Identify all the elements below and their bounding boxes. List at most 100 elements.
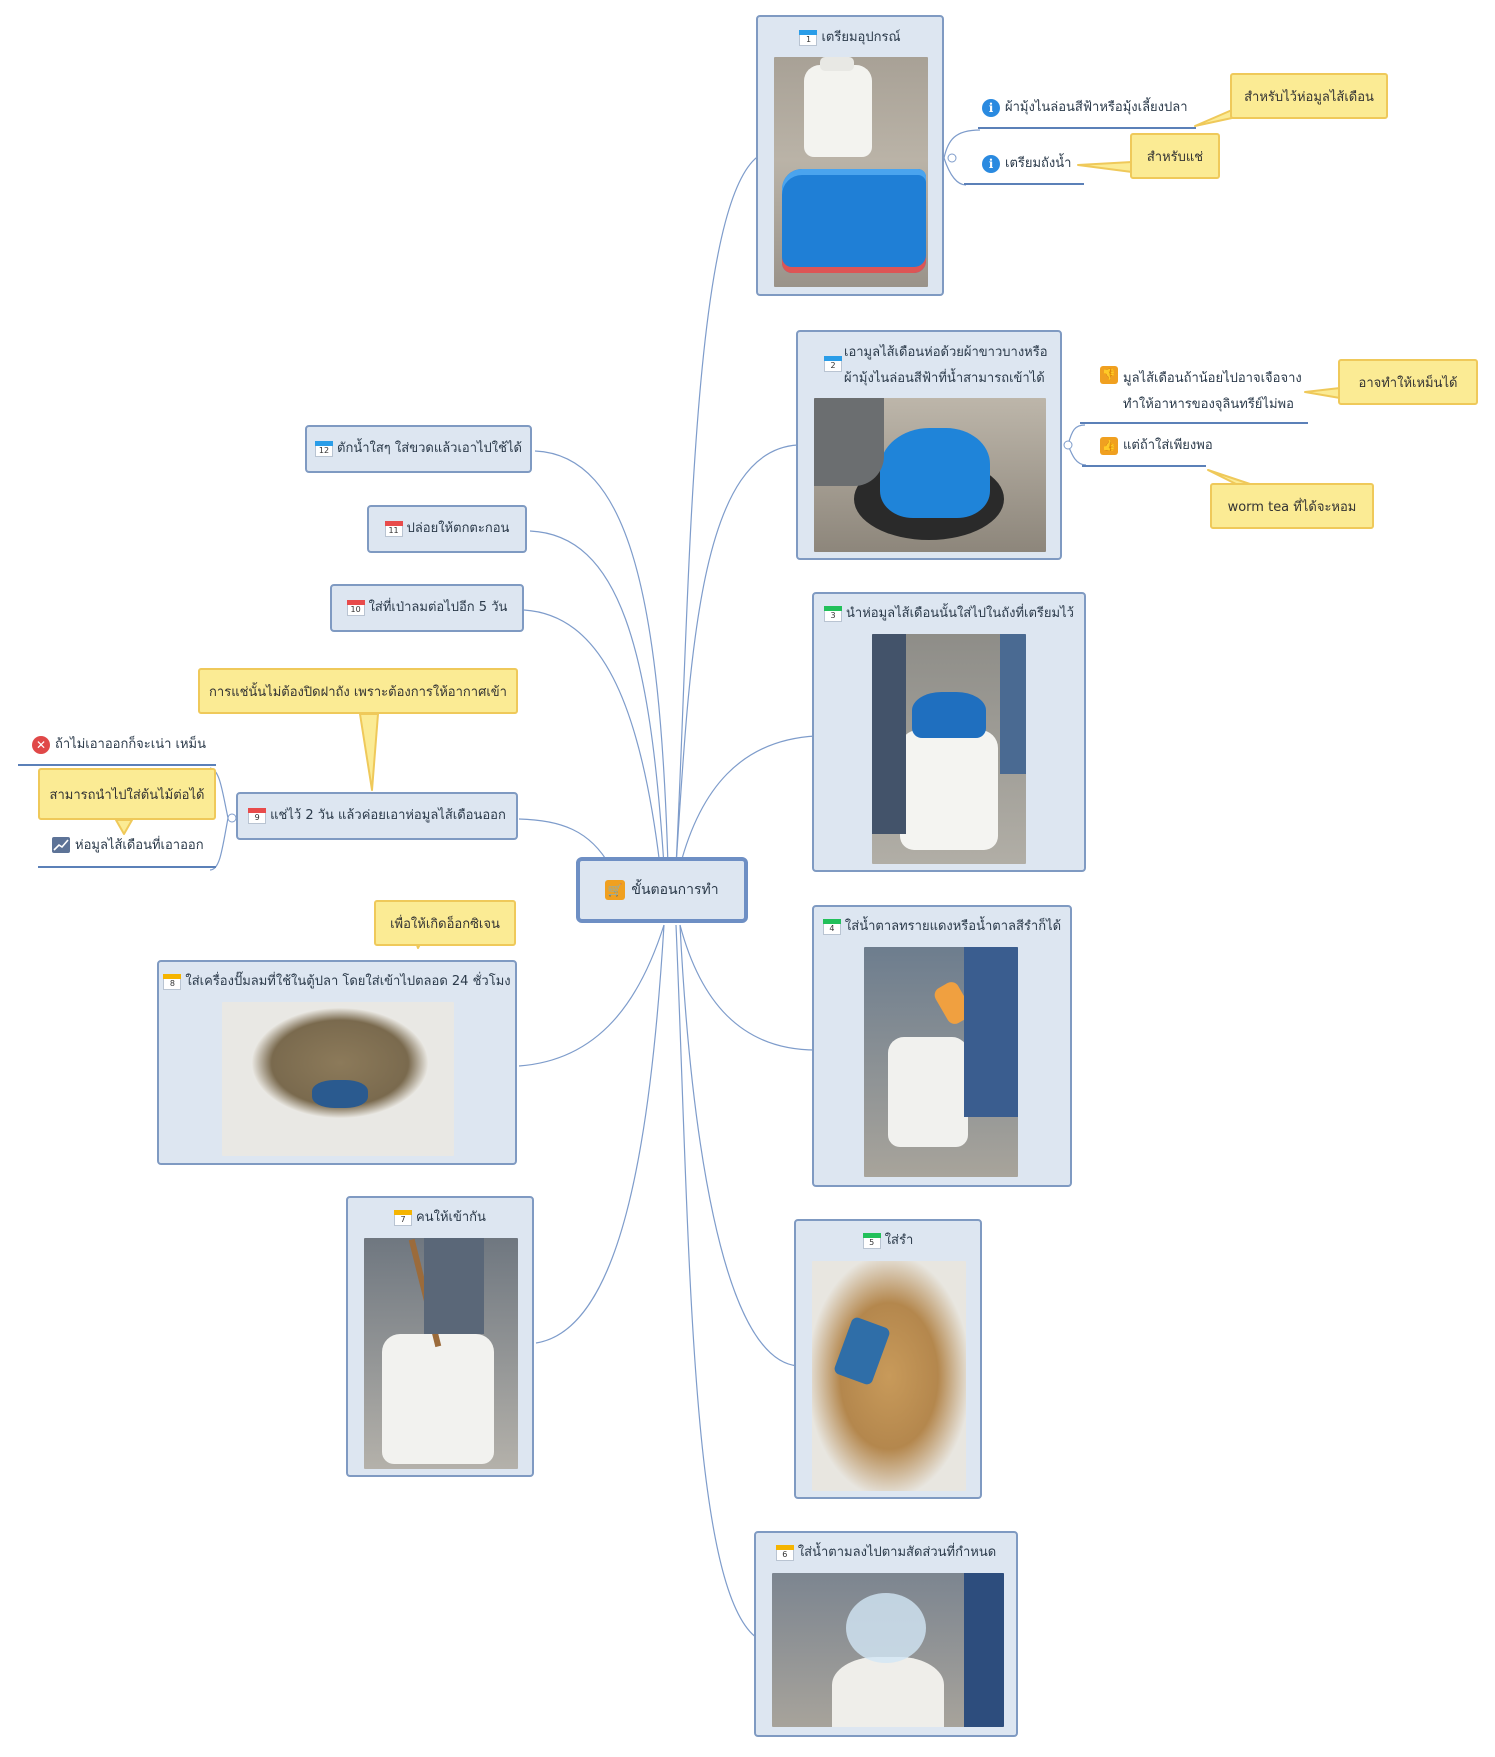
- step9-child-rot-warning[interactable]: ✕ ถ้าไม่เอาออกก็จะเน่า เหม็น: [32, 736, 206, 754]
- pointer-note-7: [115, 819, 133, 835]
- step-8-label: ใส่เครื่องปั๊มลมที่ใช้ในตู้ปลา โดยใส่เข้…: [185, 974, 511, 989]
- link-step9-child-b: [209, 817, 229, 871]
- calendar-icon: 3: [824, 606, 843, 622]
- note-callout[interactable]: เพื่อให้เกิดอ็อกซิเจน: [374, 900, 516, 946]
- calendar-icon: 5: [862, 1233, 881, 1249]
- step-12-node[interactable]: 12 ตักน้ำใสๆ ใส่ขวดแล้วเอาไปใช้ได้: [305, 425, 532, 473]
- note-text: สำหรับไว้ห่อมูลไส้เดือน: [1244, 89, 1374, 105]
- step-5-node[interactable]: 5 ใส่รำ: [794, 1219, 982, 1499]
- topic-underline: [38, 866, 216, 868]
- topic-underline: [978, 127, 1196, 129]
- cart-icon: 🛒: [605, 880, 626, 900]
- link-step-12: [534, 450, 669, 867]
- step-11-label: ปล่อยให้ตกตะกอน: [406, 521, 510, 536]
- note-callout[interactable]: สำหรับไว้ห่อมูลไส้เดือน: [1230, 73, 1388, 119]
- topic-underline: [1080, 422, 1308, 424]
- pointer-note-1: [1194, 109, 1233, 127]
- link-step-2: [675, 444, 799, 867]
- calendar-icon: 1: [799, 30, 818, 46]
- link-step-11: [529, 530, 665, 867]
- thumbs-down-icon: 👎: [1100, 366, 1118, 384]
- step-4-photo: [864, 947, 1018, 1177]
- step2-child-label-line-1: มูลไส้เดือนถ้าน้อยไปอาจเจือจาง: [1123, 371, 1302, 386]
- step-4-node[interactable]: 4 ใส่น้ำตาลทรายแดงหรือน้ำตาลสีรำก็ได้: [812, 905, 1072, 1187]
- step2-child-too-little[interactable]: 👎 มูลไส้เดือนถ้าน้อยไปอาจเจือจาง ทำให้อา…: [1100, 366, 1302, 418]
- step2-child-enough[interactable]: 👍 แต่ถ้าใส่เพียงพอ: [1100, 437, 1213, 455]
- central-topic[interactable]: 🛒 ขั้นตอนการทำ: [576, 857, 748, 923]
- step-8-photo: [222, 1002, 454, 1156]
- step-1-node[interactable]: 1 เตรียมอุปกรณ์: [756, 15, 944, 296]
- step-11-node[interactable]: 11 ปล่อยให้ตกตะกอน: [367, 505, 527, 553]
- link-step1-child-b: [943, 157, 967, 186]
- calendar-icon: 6: [775, 1545, 794, 1561]
- note-text: อาจทำให้เหม็นได้: [1358, 375, 1458, 391]
- step-9-node[interactable]: 9 แช่ไว้ 2 วัน แล้วค่อยเอาห่อมูลไส้เดือน…: [236, 792, 518, 840]
- step1-child-water-bucket[interactable]: i เตรียมถังน้ำ: [982, 155, 1071, 173]
- link-step-3: [679, 735, 817, 867]
- link-step-6: [675, 924, 761, 1641]
- calendar-icon: 8: [163, 974, 182, 990]
- note-text: การแช่นั้นไม่ต้องปิดฝาถัง เพราะต้องการให…: [209, 684, 507, 700]
- step-3-photo: [872, 634, 1026, 864]
- calendar-icon: 9: [248, 808, 267, 824]
- pointer-note-4: [1207, 469, 1251, 485]
- step2-child-label-line-2: ทำให้อาหารของจุลินทรีย์ไม่พอ: [1123, 397, 1294, 412]
- topic-underline: [18, 764, 216, 766]
- step-6-photo: [772, 1573, 1004, 1727]
- note-text: worm tea ที่ได้จะหอม: [1227, 499, 1357, 515]
- step1-child-mosquito-net[interactable]: i ผ้ามุ้งไนล่อนสีฟ้าหรือมุ้งเลี้ยงปลา: [982, 99, 1188, 117]
- step-3-node[interactable]: 3 นำห่อมูลไส้เดือนนั้นใส่ไปในถังที่เตรีย…: [812, 592, 1086, 872]
- step-5-photo: [812, 1261, 966, 1491]
- note-callout[interactable]: สำหรับแช่: [1130, 133, 1220, 179]
- info-icon: i: [982, 99, 1000, 117]
- step-2-label-line-2: ผ้ามุ้งไนล่อนสีฟ้าที่น้ำสามารถเข้าได้: [844, 371, 1045, 386]
- calendar-icon: 11: [384, 521, 403, 537]
- central-topic-label: ขั้นตอนการทำ: [631, 882, 719, 898]
- step9-child-label: ถ้าไม่เอาออกก็จะเน่า เหม็น: [55, 737, 207, 752]
- link-step-4: [679, 924, 817, 1051]
- step-5-label: ใส่รำ: [884, 1233, 914, 1248]
- calendar-icon: 4: [822, 919, 841, 935]
- image-icon: [52, 837, 70, 853]
- calendar-icon: 2: [824, 356, 842, 372]
- note-callout[interactable]: worm tea ที่ได้จะหอม: [1210, 483, 1374, 529]
- link-step-5: [679, 924, 799, 1367]
- step-4-label: ใส่น้ำตาลทรายแดงหรือน้ำตาลสีรำก็ได้: [844, 919, 1062, 934]
- step-12-label: ตักน้ำใสๆ ใส่ขวดแล้วเอาไปใช้ได้: [337, 441, 522, 456]
- note-callout[interactable]: สามารถนำไปใส่ต้นไม้ต่อได้: [38, 768, 216, 820]
- step2-child-label: แต่ถ้าใส่เพียงพอ: [1123, 438, 1213, 453]
- step-2-label-line-1: เอามูลไส้เดือนห่อด้วยผ้าขาวบางหรือ: [844, 345, 1048, 360]
- info-icon: i: [982, 155, 1000, 173]
- calendar-icon: 7: [394, 1210, 413, 1226]
- step-2-node[interactable]: 2 เอามูลไส้เดือนห่อด้วยผ้าขาวบางหรือ ผ้า…: [796, 330, 1062, 560]
- topic-underline: [1082, 465, 1206, 467]
- step-6-node[interactable]: 6 ใส่น้ำตามลงไปตามสัดส่วนที่กำหนด: [754, 1531, 1018, 1737]
- step9-child-label: ห่อมูลไส้เดือนที่เอาออก: [75, 838, 204, 853]
- link-step-1: [675, 154, 761, 867]
- link-step-10: [523, 609, 661, 867]
- step-7-node[interactable]: 7 คนให้เข้ากัน: [346, 1196, 534, 1477]
- step-2-photo: [814, 398, 1046, 552]
- step-10-label: ใส่ที่เป่าลมต่อไปอีก 5 วัน: [368, 600, 508, 615]
- note-callout[interactable]: อาจทำให้เหม็นได้: [1338, 359, 1478, 405]
- note-text: สำหรับแช่: [1146, 149, 1204, 165]
- topic-underline: [964, 183, 1084, 185]
- close-icon: ✕: [32, 736, 50, 754]
- step-1-photo: [774, 57, 928, 287]
- note-callout[interactable]: การแช่นั้นไม่ต้องปิดฝาถัง เพราะต้องการให…: [198, 668, 518, 714]
- step-10-node[interactable]: 10 ใส่ที่เป่าลมต่อไปอีก 5 วัน: [330, 584, 524, 632]
- step9-child-removed-pack[interactable]: ห่อมูลไส้เดือนที่เอาออก: [52, 837, 204, 855]
- step-6-label: ใส่น้ำตามลงไปตามสัดส่วนที่กำหนด: [797, 1545, 997, 1560]
- note-text: สามารถนำไปใส่ต้นไม้ต่อได้: [49, 787, 205, 803]
- note-text: เพื่อให้เกิดอ็อกซิเจน: [390, 916, 500, 932]
- step-1-label: เตรียมอุปกรณ์: [821, 30, 901, 45]
- link-step-8: [518, 924, 665, 1067]
- link-step-7: [535, 924, 665, 1344]
- step1-child-label: เตรียมถังน้ำ: [1005, 156, 1072, 171]
- thumbs-up-icon: 👍: [1100, 437, 1118, 455]
- link-step1-child-a: [943, 129, 981, 159]
- pointer-note-6: [359, 713, 379, 791]
- pointer-note-3: [1304, 387, 1341, 399]
- step-8-node[interactable]: 8 ใส่เครื่องปั๊มลมที่ใช้ในตู้ปลา โดยใส่เ…: [157, 960, 517, 1165]
